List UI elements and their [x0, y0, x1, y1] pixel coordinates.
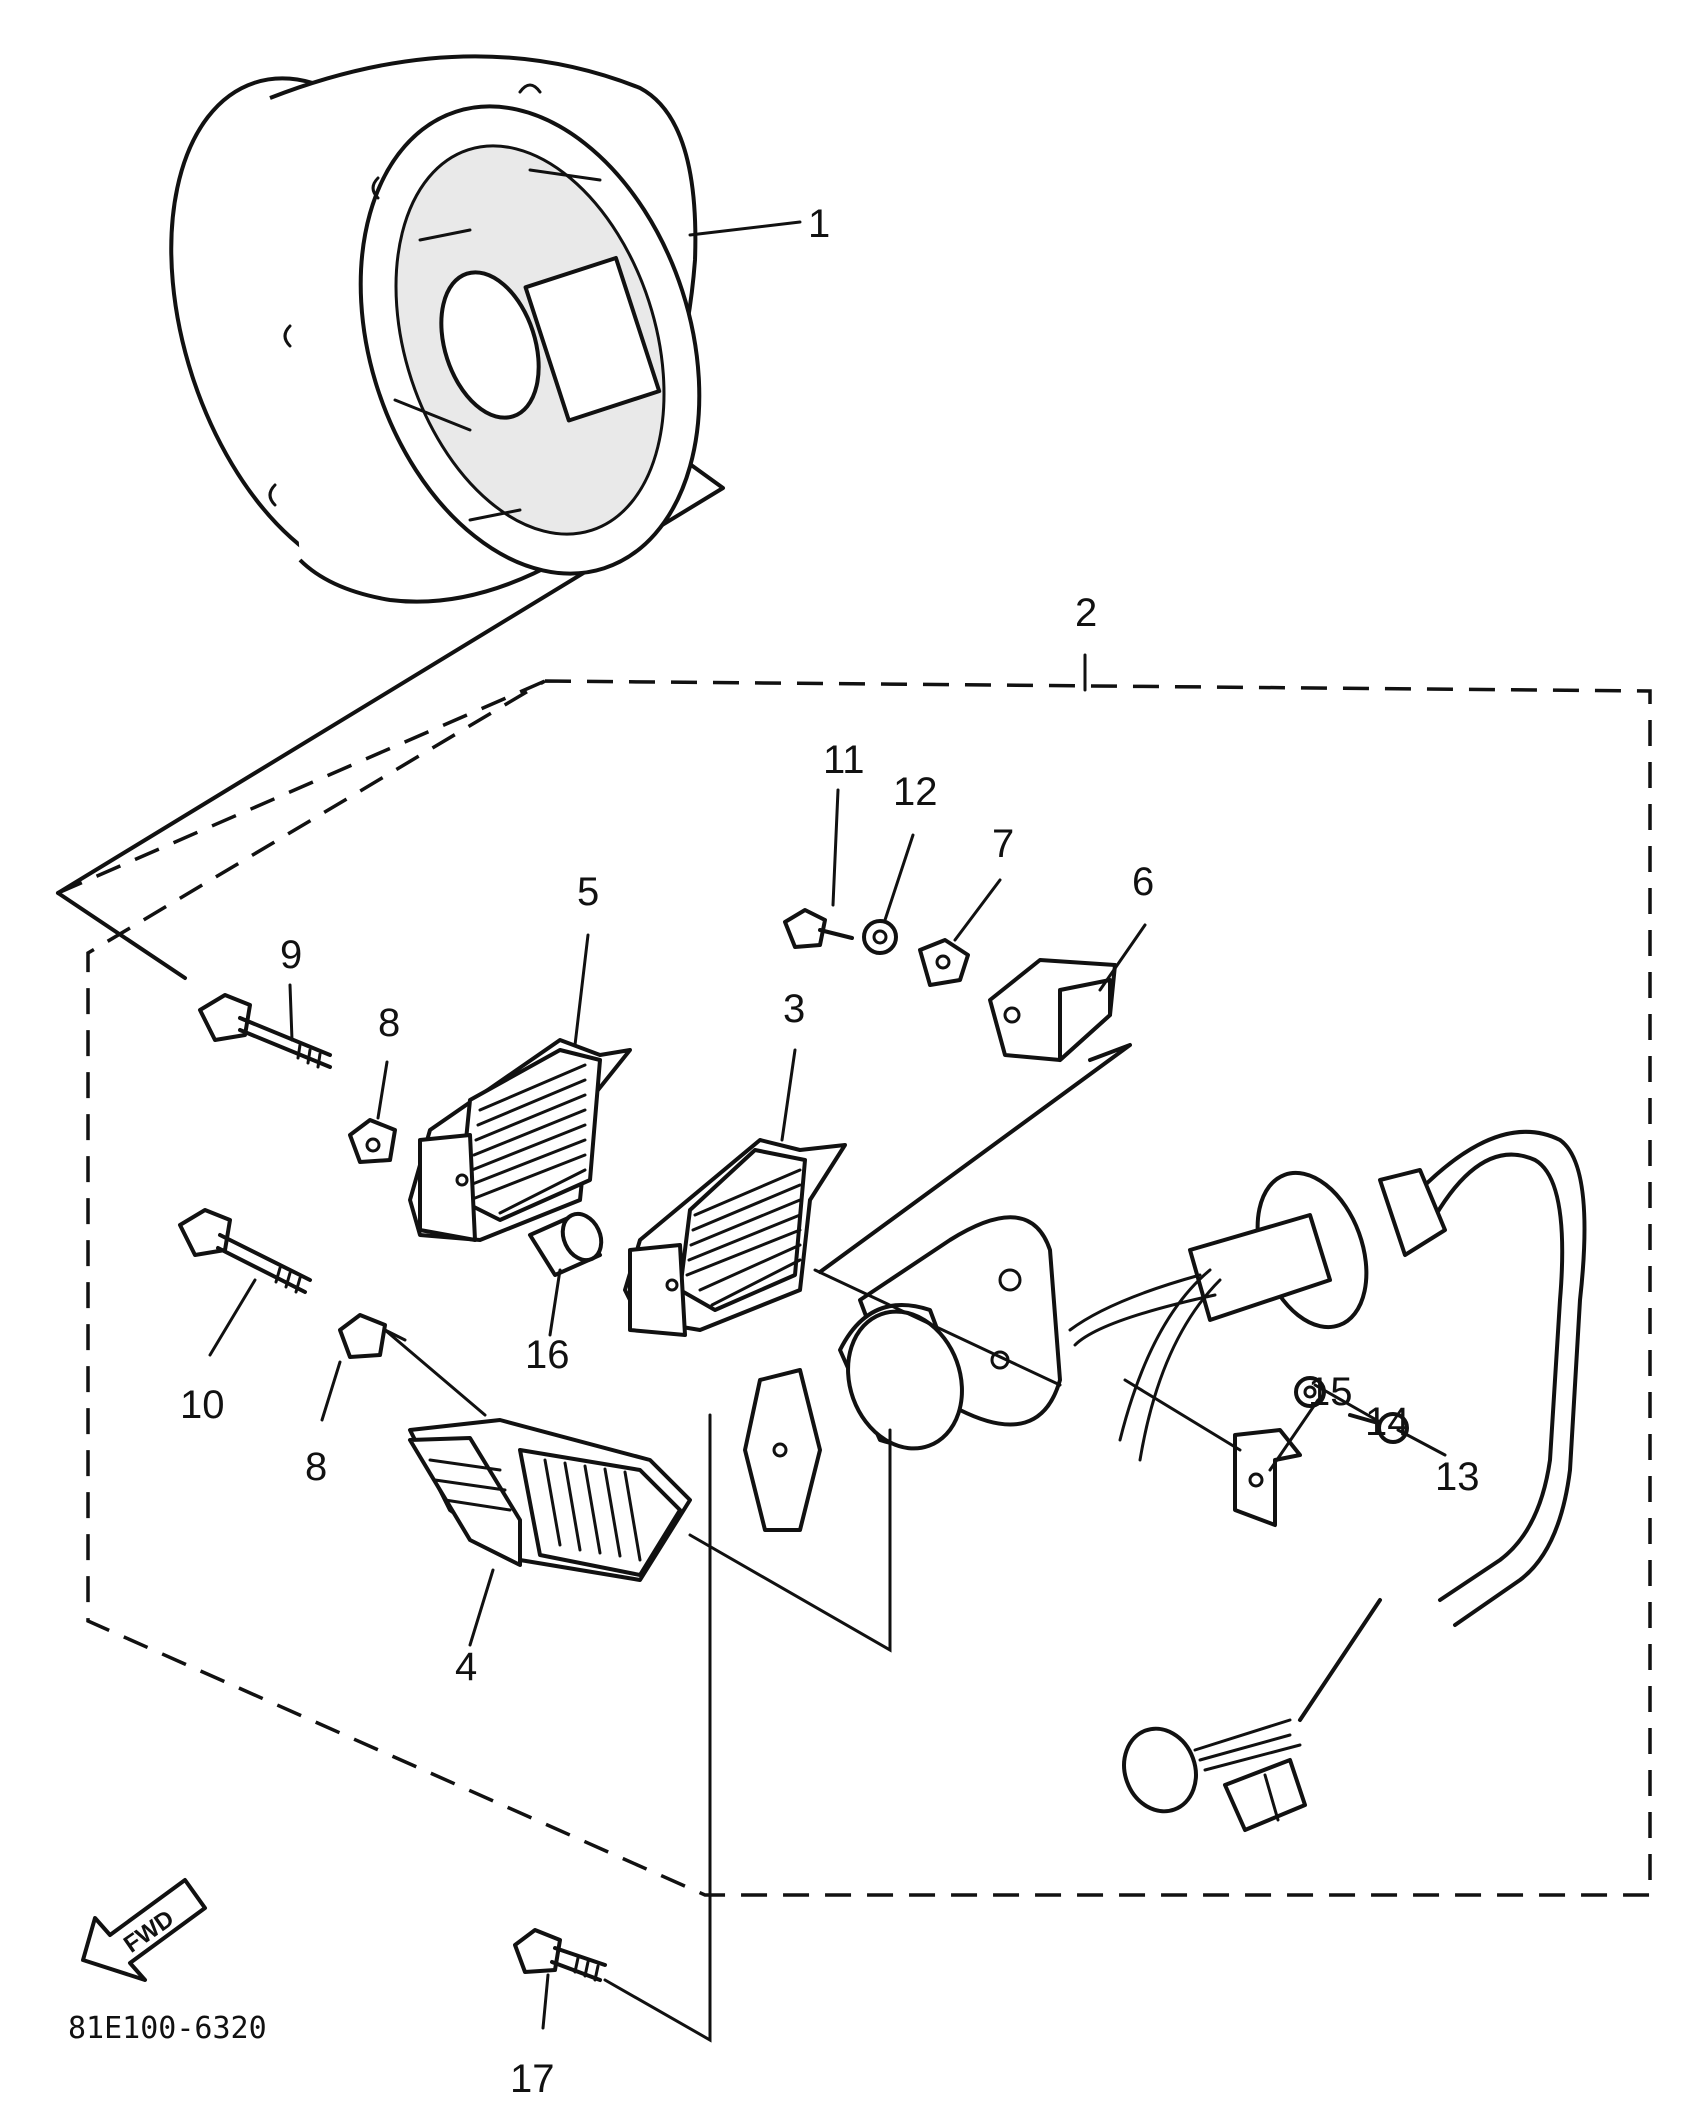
stator-base-plate [743, 1215, 1062, 1532]
coil-4 [408, 1418, 692, 1582]
screw-11 [783, 908, 854, 949]
callout-5: 5 [577, 870, 599, 914]
callout-14: 14 [1365, 1400, 1410, 1444]
callout-numbers: 1 2 3 4 5 6 7 8 8 9 10 11 12 13 14 15 16… [180, 202, 1480, 2101]
coil-3 [623, 1138, 847, 1337]
callout-6: 6 [1132, 860, 1154, 904]
callout-16: 16 [525, 1333, 570, 1377]
clamp-15 [1233, 1428, 1302, 1527]
screw-13 [1348, 1412, 1409, 1444]
bolt-17 [513, 1928, 607, 1982]
callout-7: 7 [992, 822, 1014, 866]
callout-leaders [208, 788, 1447, 2030]
clip-8-lower [338, 1313, 407, 1359]
callout-1: 1 [808, 202, 830, 246]
fwd-arrow-icon: FWD [81, 1878, 207, 1982]
leader-lines [383, 653, 1242, 2043]
flywheel-rotor [56, 54, 802, 980]
washer-12 [862, 919, 898, 955]
callout-8-upper: 8 [378, 1001, 400, 1045]
component-6 [818, 958, 1132, 1274]
wire-harness [1068, 1129, 1587, 1832]
bolt-9 [198, 993, 332, 1069]
callout-2: 2 [1075, 591, 1097, 635]
callout-12: 12 [893, 770, 938, 814]
callout-17: 17 [510, 2057, 555, 2101]
spacer-16 [528, 1211, 604, 1277]
callout-10: 10 [180, 1383, 225, 1427]
coil-5 [408, 1038, 632, 1242]
bolt-10 [178, 1208, 312, 1294]
clamp-7 [918, 938, 970, 987]
clip-8-upper [348, 1118, 397, 1164]
callout-4: 4 [455, 1645, 477, 1689]
callout-11: 11 [823, 738, 865, 782]
callout-3: 3 [783, 987, 805, 1031]
callout-15: 15 [1308, 1370, 1353, 1414]
drawing-code: 81E100-6320 [68, 2011, 267, 2046]
assembly-boundary-2 [57, 679, 1652, 1897]
callout-9: 9 [280, 933, 302, 977]
callout-13: 13 [1435, 1455, 1480, 1499]
callout-8-lower: 8 [305, 1445, 327, 1489]
